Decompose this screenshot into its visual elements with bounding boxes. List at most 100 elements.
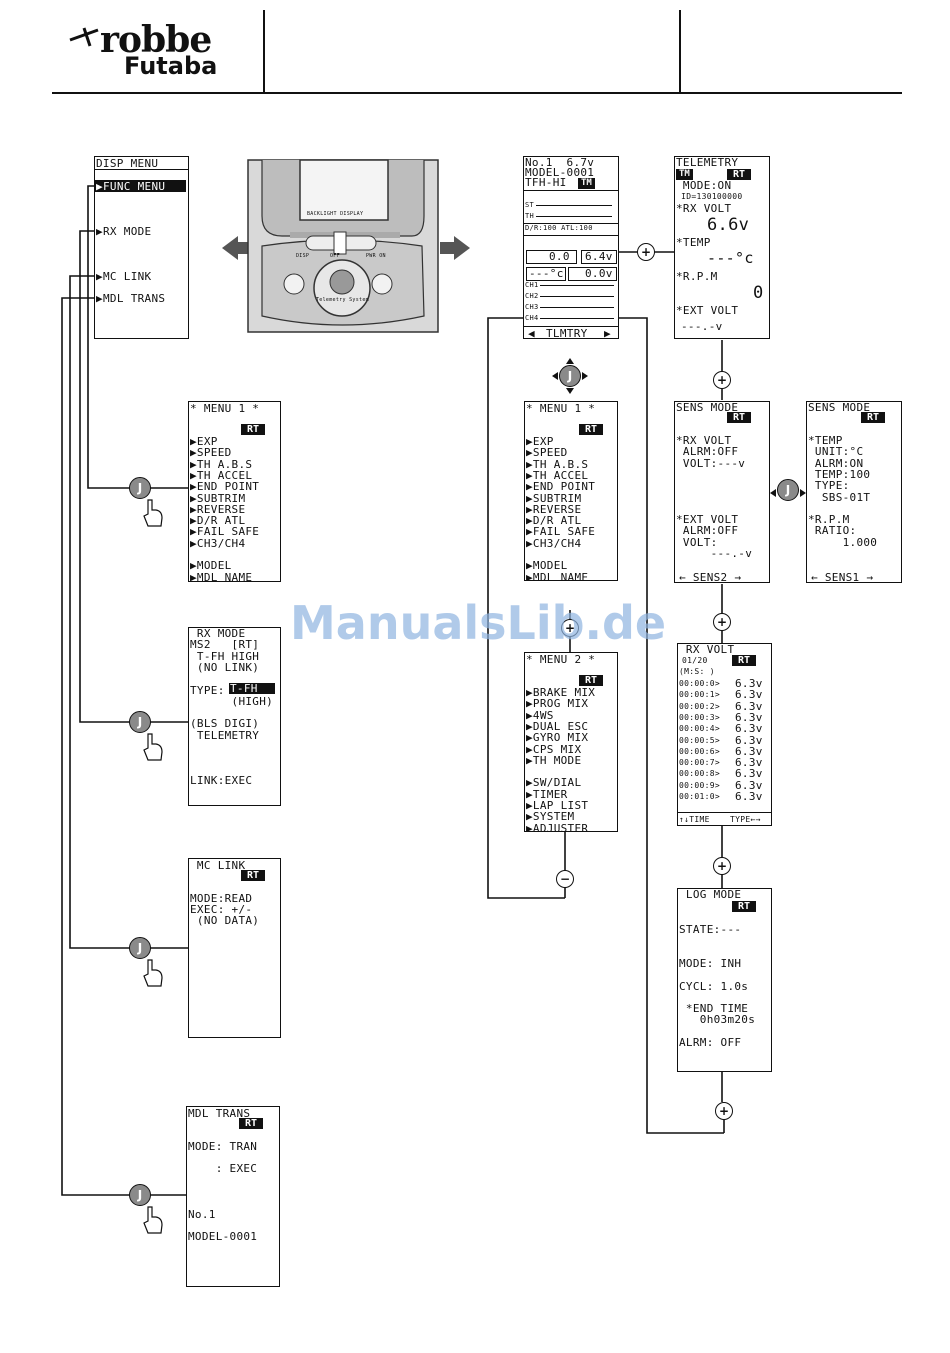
jog-button-icon: J (129, 937, 151, 959)
screen-line: *RX VOLT (676, 434, 732, 447)
menu-item-rx-mode[interactable]: ▶ (96, 225, 103, 238)
menu-item[interactable]: ▶BRAKE MIX (526, 686, 596, 699)
menu-item[interactable]: ▶SUBTRIM (190, 491, 246, 505)
menu-item[interactable]: ▶CPS MIX (526, 742, 582, 756)
screen-line: ALRM:ON (808, 456, 864, 470)
screen-line: CYCL: 1.0s (679, 979, 749, 993)
pointing-hand-icon (142, 958, 164, 988)
home-footer[interactable]: ◀ TLMTRY ▶ (524, 326, 618, 338)
rt-badge: RT (239, 1118, 264, 1129)
minus-button-icon: − (556, 870, 574, 888)
screen-line: ALRM:OFF (676, 445, 739, 459)
sens-mode-1-screen: SENS MODE RT *RX VOLT ALRM:OFF VOLT:---v… (674, 401, 770, 583)
menu-item[interactable]: ▶TH ACCEL (526, 468, 589, 482)
screen-line: (NO LINK) (190, 660, 260, 674)
menu-item[interactable]: ▶PROG MIX (526, 697, 589, 711)
screen-line: *R.P.M (808, 513, 850, 527)
log-row-time: 00:00:5> (679, 735, 720, 745)
menu-item[interactable]: ▶ADJUSTER (526, 821, 589, 832)
menu-item[interactable]: ▶TH A.B.S (526, 457, 589, 471)
brand-bottom: Futaba (124, 52, 218, 80)
menu-item[interactable]: ▶GYRO MIX (526, 731, 589, 745)
menu-item[interactable]: ▶LAP LIST (526, 799, 589, 812)
rt-badge: RT (732, 901, 757, 912)
menu-item[interactable]: ▶REVERSE (190, 502, 246, 516)
direction-arrows-icon (552, 358, 588, 394)
menu-item[interactable]: ▶FAIL SAFE (526, 525, 596, 539)
menu-item[interactable]: ▶TIMER (526, 787, 568, 801)
menu-item[interactable]: ▶TH ACCEL (190, 468, 253, 482)
rx-type-value[interactable]: T-FH (229, 683, 275, 694)
disp-menu-title: DISP MENU (96, 157, 159, 170)
screen-line: (HIGH) (190, 694, 274, 708)
menu-item[interactable]: ▶SW/DIAL (526, 776, 582, 790)
jog-button-icon: J (777, 479, 799, 501)
menu-item[interactable]: ▶D/R ATL (526, 514, 582, 528)
log-row-volt: 6.3v (735, 688, 763, 702)
jog-button-icon: J (129, 711, 151, 733)
screen-line: TELEMETRY (190, 728, 260, 742)
menu-item-mdl-trans[interactable]: ▶ (96, 292, 103, 305)
log-row-volt: 6.3v (735, 722, 763, 736)
log-row-volt: 6.3v (735, 710, 763, 724)
menu-item[interactable]: ▶FAIL SAFE (190, 525, 260, 539)
menu-item[interactable]: ▶CH3/CH4 (526, 536, 582, 550)
menu-item-mc-link[interactable]: ▶ (96, 270, 103, 283)
rt-badge: RT (861, 412, 886, 423)
watermark: ManualsLib.de (290, 596, 667, 650)
log-row-volt: 6.3v (735, 699, 763, 713)
sens-mode-2-screen: SENS MODE RT *TEMP UNIT:°C ALRM:ON TEMP:… (806, 401, 902, 583)
menu1-mid-title: * MENU 1 * (526, 402, 596, 415)
screen-line: ALRM:OFF (676, 524, 739, 538)
switch-label-off: OFF (330, 253, 340, 259)
menu-item[interactable]: ▶EXP (190, 435, 218, 448)
menu-item[interactable]: ▶SPEED (526, 446, 568, 460)
log-row-time: 00:00:3> (679, 712, 720, 722)
brand-top: robbe (100, 19, 212, 61)
plus-button-icon: + (715, 1102, 733, 1120)
left-right-arrows-icon (770, 484, 806, 497)
menu2-title: * MENU 2 * (526, 653, 596, 666)
switch-label-disp: DISP (296, 253, 310, 259)
menu-item[interactable]: ▶END POINT (526, 480, 596, 494)
menu-item[interactable]: ▶SYSTEM (526, 810, 575, 824)
screen-line: 0h03m20s (679, 1013, 756, 1027)
sens1-nav[interactable]: ← SENS1 → (811, 571, 874, 583)
header-divider-2 (679, 10, 681, 92)
menu-item[interactable]: ▶END POINT (190, 480, 260, 494)
screen-line: LINK:EXEC (190, 773, 253, 787)
menu-item[interactable]: ▶TH A.B.S (190, 457, 253, 471)
menu-item[interactable]: ▶MDL NAME (190, 570, 253, 582)
channel-label: CH4 (525, 314, 539, 322)
log-row-time: 00:00:4> (679, 724, 720, 734)
screen-line: 1.000 (808, 535, 878, 549)
menu-item[interactable]: ▶MODEL (190, 559, 232, 573)
rt-badge: RT (579, 424, 604, 435)
menu-item[interactable]: ▶DUAL ESC (526, 719, 589, 733)
menu-item[interactable]: ▶MODEL (526, 559, 568, 573)
log-row-volt: 6.3v (735, 756, 763, 770)
menu-item[interactable]: ▶CH3/CH4 (190, 536, 246, 550)
menu-item[interactable]: ▶D/R ATL (190, 514, 246, 528)
menu1-mid-screen: * MENU 1 * RT ▶EXP▶SPEED▶TH A.B.S▶TH ACC… (524, 401, 618, 581)
screen-line: VOLT: (676, 535, 718, 549)
menu-item[interactable]: ▶SUBTRIM (526, 491, 582, 505)
menu-item[interactable]: ▶4WS (526, 708, 554, 722)
menu-item-func-menu[interactable]: ▶ FUNC MENU (95, 180, 186, 192)
screen-line: *EXT VOLT (676, 513, 739, 527)
sens2-nav[interactable]: ← SENS2 → (679, 571, 742, 583)
header-rule (52, 92, 902, 94)
menu-item[interactable]: ▶REVERSE (526, 502, 582, 516)
log-row-time: 00:00:2> (679, 701, 720, 711)
log-row-volt: 6.3v (735, 733, 763, 747)
log-row-time: 00:01:0> (679, 792, 720, 801)
menu-item[interactable]: ▶SPEED (190, 446, 232, 460)
plus-button-icon: + (561, 619, 579, 637)
screen-line: STATE:--- (679, 923, 742, 936)
menu-item[interactable]: ▶MDL NAME (526, 570, 589, 581)
screen-line: MS2 [RT] (190, 638, 260, 652)
menu-item[interactable]: ▶TH MODE (526, 753, 582, 767)
menu-item[interactable]: ▶EXP (526, 435, 554, 448)
backlight-label: BACKLIGHT DISPLAY (307, 211, 364, 217)
screen-line: RATIO: (808, 524, 857, 538)
